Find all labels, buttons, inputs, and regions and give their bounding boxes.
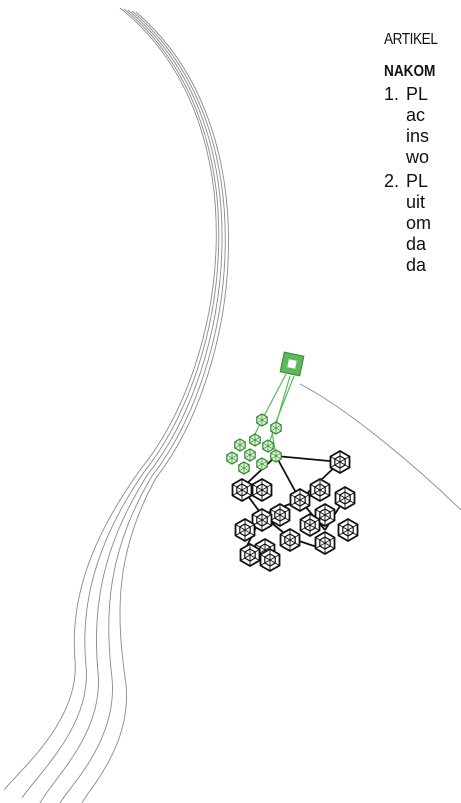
list-item: 1. PL ac ins wo: [384, 84, 461, 168]
list-item: 2. PL uit om da da: [384, 171, 461, 276]
list-item-line: PL: [406, 171, 429, 191]
list-item-line: da: [406, 255, 427, 275]
list-item-line: ac: [406, 105, 426, 125]
list-item-number: 2.: [384, 171, 400, 191]
list-item-line: wo: [406, 147, 430, 167]
article-item-list: 1. PL ac ins wo 2. PL uit om da da: [384, 84, 461, 276]
list-item-number: 1.: [384, 84, 400, 104]
article-heading: ARTIKEL: [384, 31, 438, 48]
article-subheading: NAKOM: [384, 63, 436, 80]
list-item-line: ins: [406, 126, 430, 146]
list-item-line: uit: [406, 192, 426, 212]
article-text-block: ARTIKEL NAKOM 1. PL ac ins wo 2. PL uit …: [384, 30, 461, 279]
list-item-line: da: [406, 234, 427, 254]
list-item-line: om: [406, 213, 432, 233]
list-item-line: PL: [406, 84, 429, 104]
